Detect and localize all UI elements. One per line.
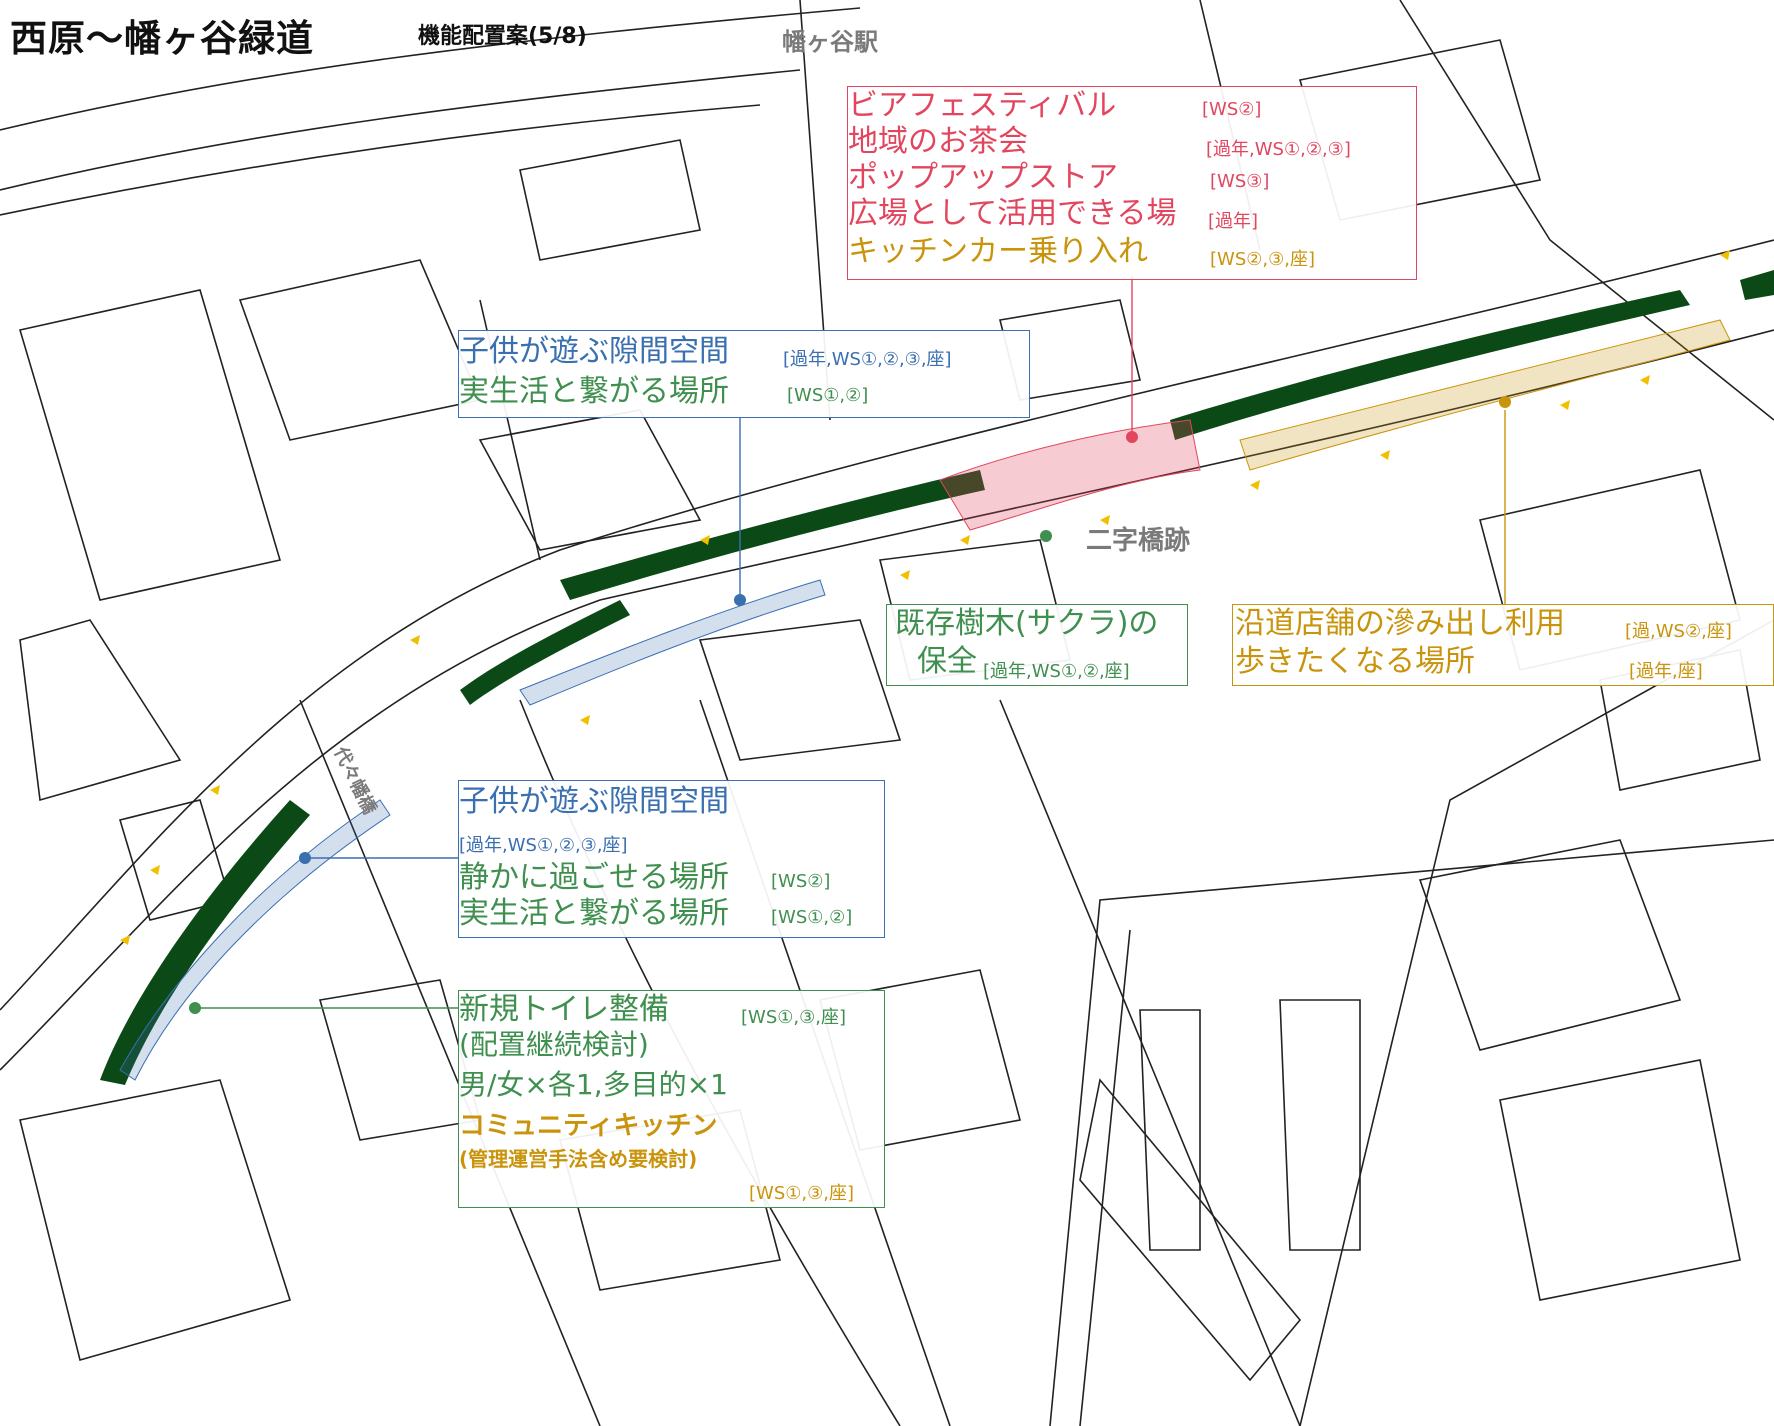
- callout-item: 既存樹木(サクラ)の: [895, 606, 1159, 641]
- callout-item: 歩きたくなる場所: [1235, 644, 1475, 679]
- callout-item: 保全: [917, 644, 977, 679]
- triangle-marker-icon: [900, 570, 910, 580]
- greenway-planting: [100, 800, 310, 1085]
- pink-plaza-zone: [939, 419, 1201, 531]
- blue-play-zone: [519, 579, 826, 706]
- leader-lines: [195, 275, 1506, 1009]
- triangle-marker-icon: [960, 535, 970, 545]
- callout-item: 静かに過ごせる場所: [459, 860, 729, 895]
- station-label: 幡ヶ谷駅: [782, 28, 878, 56]
- triangle-marker-icon: [1720, 250, 1730, 260]
- marker-dot: [1499, 396, 1511, 408]
- callout-source: [過年,座]: [1629, 661, 1703, 682]
- triangle-marker-icon: [1380, 450, 1390, 460]
- callout-source: [過,WS②,座]: [1625, 621, 1732, 642]
- callout-item: 地域のお茶会: [848, 124, 1028, 159]
- callout-source: [WS①,③,座]: [741, 1007, 846, 1028]
- callout-item: (配置継続検討): [459, 1028, 649, 1061]
- greenway-planting: [1170, 290, 1690, 440]
- marker-dot: [189, 1002, 201, 1014]
- triangle-marker-icon: [1250, 480, 1260, 490]
- callout-source: [WS②]: [1202, 99, 1262, 120]
- callout-source: [過年,WS①,②,③]: [1206, 139, 1351, 160]
- callout-toilet-kitchen: 新規トイレ整備 [WS①,③,座] (配置継続検討) 男/女×各1,多目的×1 …: [458, 990, 885, 1208]
- callout-item: 実生活と繋がる場所: [459, 374, 729, 409]
- location-markers: [189, 396, 1511, 1014]
- callout-source: [WS②]: [771, 871, 831, 892]
- map-subtitle: 機能配置案(5/8): [418, 24, 587, 49]
- callout-source: [過年,WS①,②,③,座]: [459, 835, 628, 856]
- callout-source: [過年,WS①,②,座]: [983, 661, 1130, 682]
- triangle-marker-icon: [410, 635, 420, 645]
- triangle-marker-icon: [120, 935, 130, 945]
- callout-play-space-south: 子供が遊ぶ隙間空間 [過年,WS①,②,③,座] 静かに過ごせる場所 [WS②]…: [458, 780, 885, 938]
- gold-shop-zone: [1239, 319, 1731, 471]
- callout-sakura-preservation: 既存樹木(サクラ)の 保全 [過年,WS①,②,座]: [886, 604, 1188, 686]
- callout-item: 子供が遊ぶ隙間空間: [459, 334, 729, 369]
- callout-source: [WS②,③,座]: [1210, 249, 1315, 270]
- callout-item: (管理運営手法含め要検討): [459, 1147, 698, 1171]
- callout-source: [過年,WS①,②,③,座]: [783, 349, 952, 370]
- triangle-marker-icon: [210, 785, 220, 795]
- callout-item: 子供が遊ぶ隙間空間: [459, 784, 729, 819]
- callout-source: [WS①,③,座]: [749, 1183, 854, 1204]
- triangle-marker-icon: [700, 535, 710, 545]
- callout-source: [WS①,②]: [771, 907, 853, 928]
- callout-source: [WS③]: [1210, 171, 1270, 192]
- greenway: [100, 270, 1774, 1085]
- callout-item: 実生活と繋がる場所: [459, 896, 729, 931]
- triangle-marker-icon: [1560, 400, 1570, 410]
- callout-item: キッチンカー乗り入れ: [848, 234, 1148, 269]
- callout-item: 沿道店舗の滲み出し利用: [1235, 606, 1565, 641]
- bridge-ruins-label: 二字橋跡: [1086, 526, 1191, 556]
- tree-markers: [120, 250, 1730, 945]
- callout-item: 男/女×各1,多目的×1: [459, 1068, 728, 1101]
- marker-dot: [734, 594, 746, 606]
- callout-event-plaza: ビアフェスティバル [WS②] 地域のお茶会 [過年,WS①,②,③] ポップア…: [847, 86, 1417, 280]
- callout-item: コミュニティキッチン: [459, 1111, 718, 1141]
- callout-source: [WS①,②]: [787, 385, 869, 406]
- callout-roadside-shops: 沿道店舗の滲み出し利用 [過,WS②,座] 歩きたくなる場所 [過年,座]: [1232, 604, 1774, 686]
- callout-source: [過年]: [1208, 211, 1259, 232]
- marker-dot: [1040, 530, 1052, 542]
- greenway-planting: [1740, 270, 1774, 300]
- callout-item: ポップアップストア: [848, 160, 1118, 195]
- triangle-marker-icon: [1100, 515, 1110, 525]
- greenway-planting: [560, 470, 985, 600]
- callout-play-space-north: 子供が遊ぶ隙間空間 [過年,WS①,②,③,座] 実生活と繋がる場所 [WS①,…: [458, 330, 1030, 418]
- triangle-marker-icon: [150, 865, 160, 875]
- triangle-marker-icon: [1640, 375, 1650, 385]
- greenway-planting: [460, 600, 630, 705]
- callout-item: 新規トイレ整備: [459, 992, 669, 1027]
- blue-play-zone: [119, 799, 391, 1081]
- map-title: 西原～幡ヶ谷緑道: [10, 17, 314, 60]
- callout-item: 広場として活用できる場: [848, 196, 1177, 231]
- callout-item: ビアフェスティバル: [848, 88, 1117, 123]
- triangle-marker-icon: [580, 715, 590, 725]
- marker-dot: [299, 852, 311, 864]
- marker-dot: [1126, 431, 1138, 443]
